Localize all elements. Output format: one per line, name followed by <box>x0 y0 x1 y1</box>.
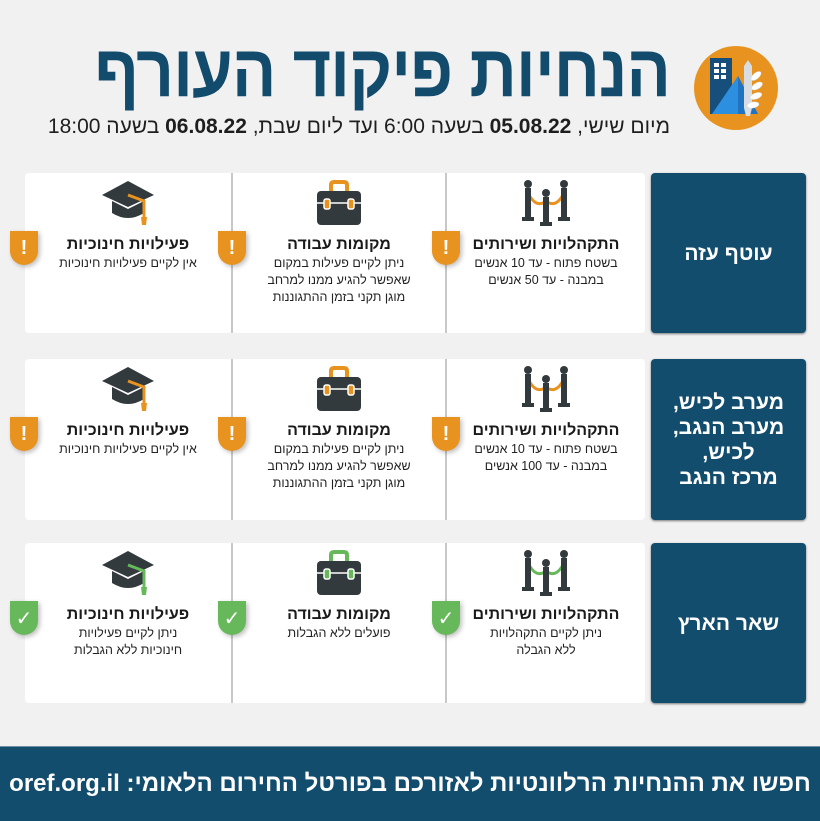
card-text: ניתן לקיים פעילויות חינוכיות ללא הגבלות <box>73 626 183 657</box>
region-label: מערב לכיש, מערב הנגב, לכיש, מרכז הנגב <box>651 359 806 520</box>
card-title: מקומות עבודה <box>287 422 391 439</box>
card-text: פועלים ללא הגבלות <box>287 626 391 640</box>
header: הנחיות פיקוד העורף מיום שישי, 05.08.22 ב… <box>0 0 820 160</box>
card-title: התקהלויות ושירותים <box>472 236 620 253</box>
page-title: הנחיות פיקוד העורף <box>94 29 671 113</box>
region-row: התקהלויות ושירותים ניתן לקיים התקהלויות … <box>10 543 806 703</box>
guideline-cards: התקהלויות ושירותים בשטח פתוח - עד 10 אנש… <box>10 359 645 520</box>
warning-badge-icon: ! <box>10 417 38 451</box>
check-badge-icon: ✓ <box>10 601 38 635</box>
gatherings-card: התקהלויות ושירותים בשטח פתוח - עד 10 אנש… <box>432 359 645 520</box>
check-badge-icon: ✓ <box>432 601 460 635</box>
warning-badge-icon: ! <box>10 231 38 265</box>
workplaces-card: מקומות עבודה ניתן לקיים פעילות במקום שאפ… <box>218 359 447 520</box>
card-text: בשטח פתוח - עד 10 אנשים במבנה - עד 50 אנ… <box>474 256 618 287</box>
subtitle-text: בשעה 18:00 <box>47 115 166 138</box>
region-label: שאר הארץ <box>651 543 806 703</box>
card-title: מקומות עבודה <box>287 236 391 253</box>
stanchions-icon <box>522 180 570 226</box>
validity-period: מיום שישי, 05.08.22 בשעה 6:00 ועד ליום ש… <box>48 113 670 141</box>
check-badge-icon: ✓ <box>218 601 246 635</box>
warning-badge-icon: ! <box>432 417 460 451</box>
card-text: ניתן לקיים התקהלויות ללא הגבלה <box>490 626 602 657</box>
warning-badge-icon: ! <box>218 231 246 265</box>
graduation-cap-icon <box>102 181 154 225</box>
footer-portal-link[interactable]: חפשו את ההנחיות הרלוונטיות לאזורכם בפורט… <box>9 770 811 797</box>
start-date: 05.08.22 <box>489 115 572 138</box>
region-row: התקהלויות ושירותים בשטח פתוח - עד 10 אנש… <box>10 359 806 520</box>
home-front-command-logo-icon <box>694 46 778 130</box>
end-date: 06.08.22 <box>165 115 247 138</box>
stanchions-icon <box>522 366 570 412</box>
card-text: בשטח פתוח - עד 10 אנשים במבנה - עד 100 א… <box>474 442 618 473</box>
education-card: פעילויות חינוכיות אין לקיים פעילויות חינ… <box>10 359 231 520</box>
card-title: מקומות עבודה <box>287 606 391 623</box>
briefcase-icon <box>317 180 361 225</box>
footer-banner: חפשו את ההנחיות הרלוונטיות לאזורכם בפורט… <box>0 746 820 821</box>
card-title: התקהלויות ושירותים <box>472 422 620 439</box>
briefcase-icon <box>317 550 361 595</box>
card-title: התקהלויות ושירותים <box>472 606 620 623</box>
workplaces-card: מקומות עבודה ניתן לקיים פעילות במקום שאפ… <box>218 173 447 333</box>
card-text: ניתן לקיים פעילות במקום שאפשר להגיע ממנו… <box>267 442 411 490</box>
card-title: פעילויות חינוכיות <box>66 422 190 439</box>
briefcase-icon <box>317 366 361 411</box>
card-title: פעילויות חינוכיות <box>66 236 190 253</box>
warning-badge-icon: ! <box>432 231 460 265</box>
card-text: אין לקיים פעילויות חינוכיות <box>59 442 197 456</box>
graduation-cap-icon <box>102 551 154 595</box>
card-text: ניתן לקיים פעילות במקום שאפשר להגיע ממנו… <box>267 256 411 304</box>
stanchions-icon <box>522 550 570 596</box>
subtitle-text: בשעה 6:00 ועד ליום שבת, <box>246 115 490 138</box>
graduation-cap-icon <box>102 367 154 411</box>
region-label: עוטף עזה <box>651 173 806 333</box>
card-title: פעילויות חינוכיות <box>66 606 190 623</box>
gatherings-card: התקהלויות ושירותים ניתן לקיים התקהלויות … <box>432 543 645 703</box>
guideline-cards: התקהלויות ושירותים בשטח פתוח - עד 10 אנש… <box>10 173 645 333</box>
education-card: פעילויות חינוכיות ניתן לקיים פעילויות חי… <box>10 543 231 703</box>
guideline-cards: התקהלויות ושירותים ניתן לקיים התקהלויות … <box>10 543 645 703</box>
warning-badge-icon: ! <box>218 417 246 451</box>
subtitle-text: מיום שישי, <box>571 115 670 138</box>
workplaces-card: מקומות עבודה פועלים ללא הגבלות ✓ <box>218 543 447 703</box>
education-card: פעילויות חינוכיות אין לקיים פעילויות חינ… <box>10 173 231 333</box>
gatherings-card: התקהלויות ושירותים בשטח פתוח - עד 10 אנש… <box>432 173 645 333</box>
card-text: אין לקיים פעילויות חינוכיות <box>59 256 197 270</box>
region-row: התקהלויות ושירותים בשטח פתוח - עד 10 אנש… <box>10 173 806 333</box>
